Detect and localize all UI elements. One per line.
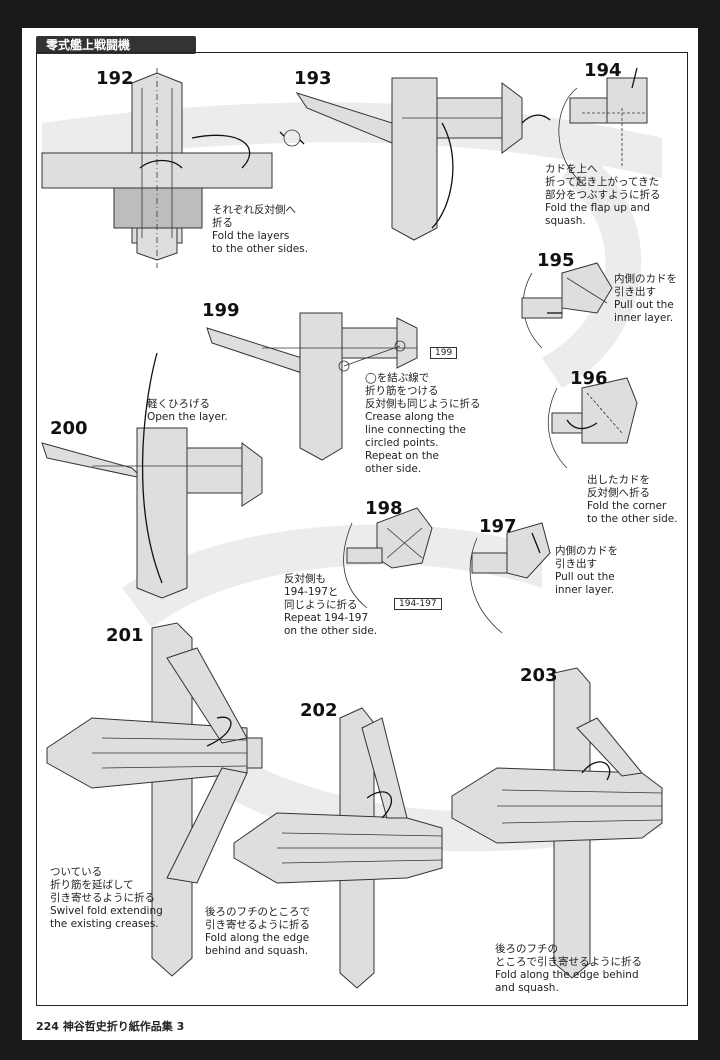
step-201-caption: ついている 折り筋を延ばして 引き寄せるように折る Swivel fold ex… [50,866,163,930]
step-number-192: 192 [96,68,134,89]
step-197-figure [469,522,551,634]
section-title: 零式艦上戦闘機 [36,36,196,54]
reference-box-199: 199 [430,347,458,359]
step-195-caption: 内側のカドを 引き出す Pull out the inner layer. [614,273,677,324]
step-number-193: 193 [294,68,332,89]
reference-box-194-197: 194-197 [394,598,442,610]
step-198-figure [343,507,433,609]
step-199-caption: ◯を結ぶ線で 折り筋をつける 反対側も同じように折る Crease along … [365,372,481,475]
step-199-figure [206,312,418,461]
step-number-199: 199 [202,300,240,321]
step-196-caption: 出したカドを 反対側へ折る Fold the corner to the oth… [587,474,678,525]
step-number-200: 200 [50,418,88,439]
step-203-figure [451,667,663,979]
step-number-201: 201 [106,625,144,646]
step-193-figure [295,77,551,241]
step-number-195: 195 [537,250,575,271]
book-page: 零式艦上戦闘機 [22,28,698,1040]
step-194-caption: カドを上へ 折って起き上がってきた 部分をつぶすように折る Fold the f… [545,163,661,227]
page-number: 224 [36,1020,59,1033]
step-number-196: 196 [570,368,608,389]
step-201-figure [46,622,263,977]
step-number-198: 198 [365,498,403,519]
page-footer: 224 神谷哲史折り紙作品集 3 [36,1018,184,1034]
step-195-figure [521,262,613,349]
step-200-caption: 軽くひろげる Open the layer. [147,398,228,423]
step-number-194: 194 [584,60,622,81]
step-203-caption: 後ろのフチの ところで引き寄せるように折る Fold along the edg… [495,943,642,994]
diagram-illustrations [41,67,663,989]
book-title: 神谷哲史折り紙作品集 3 [62,1020,185,1033]
step-number-203: 203 [520,665,558,686]
step-202-caption: 後ろのフチのところで 引き寄せるように折る Fold along the edg… [205,906,310,957]
step-192-caption: それぞれ反対側へ 折る Fold the layers to the other… [212,204,309,255]
step-number-197: 197 [479,516,517,537]
step-198-caption: 反対側も 194-197と 同じように折る Repeat 194-197 on … [284,573,378,637]
step-202-figure [233,707,443,989]
step-192-figure [41,68,273,268]
diagram-frame [36,52,688,1006]
step-number-202: 202 [300,700,338,721]
step-196-figure [547,377,638,469]
step-200-figure [41,352,263,599]
step-197-caption: 内側のカドを 引き出す Pull out the inner layer. [555,545,618,596]
step-194-figure [558,67,648,184]
